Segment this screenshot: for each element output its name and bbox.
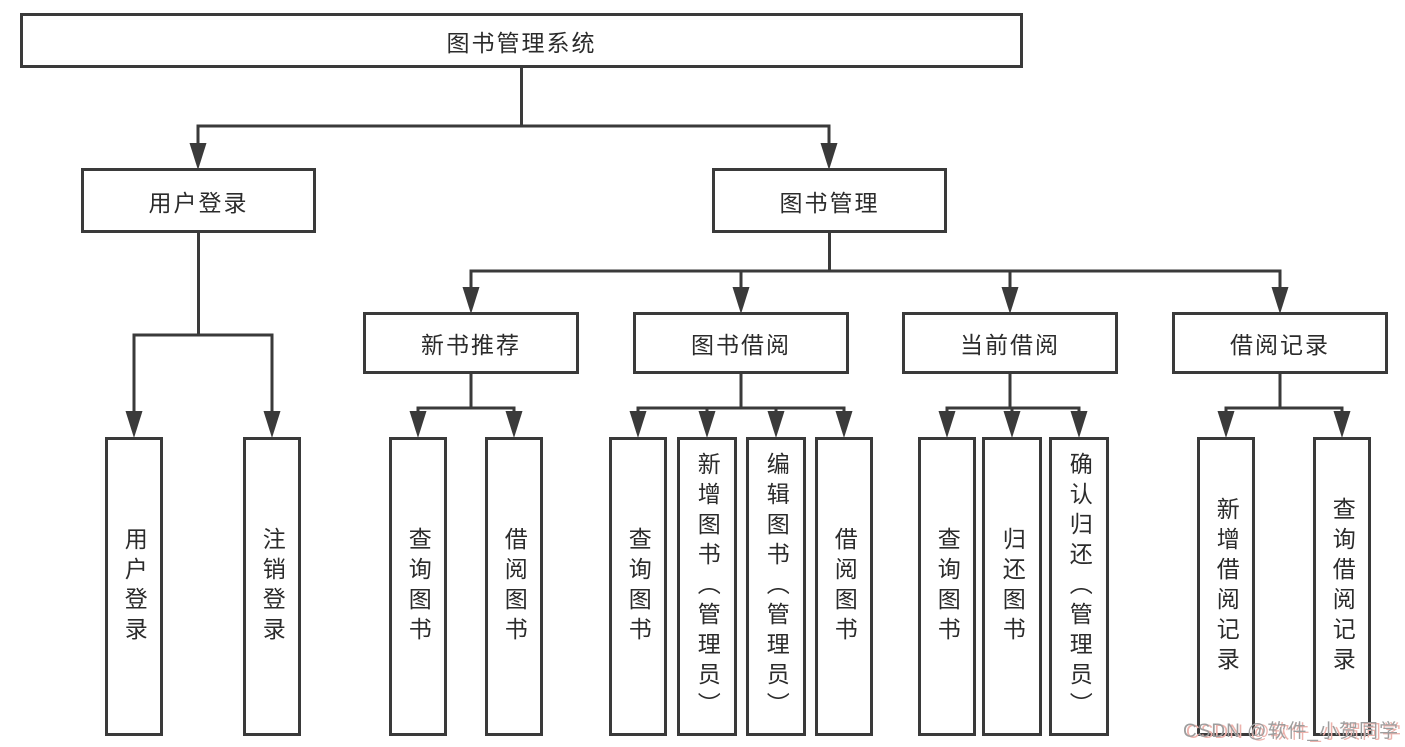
leaf-return-books: 归还图书 — [982, 437, 1042, 736]
leaf-confirm-return-admin-label: 确认归还（管理员） — [1066, 451, 1093, 722]
leaf-borrow-books-borrowing: 借阅图书 — [815, 437, 873, 736]
node-book-borrowing: 图书借阅 — [633, 312, 849, 374]
leaf-query-books-recommend: 查询图书 — [389, 437, 447, 736]
leaf-borrow-books-recommend: 借阅图书 — [485, 437, 543, 736]
leaf-query-books-current-label: 查询图书 — [934, 526, 961, 647]
node-borrowing-records: 借阅记录 — [1172, 312, 1388, 374]
leaf-query-books-recommend-label: 查询图书 — [405, 526, 432, 647]
leaf-return-books-label: 归还图书 — [999, 526, 1026, 647]
watermark: CSDN @软件_小贺同学 — [1183, 721, 1399, 742]
leaf-add-book-admin-label: 新增图书（管理员） — [694, 451, 721, 722]
node-new-book-recommend: 新书推荐 — [363, 312, 579, 374]
leaf-user-login: 用户登录 — [105, 437, 163, 736]
node-book-borrowing-label: 图书借阅 — [691, 332, 791, 358]
node-current-borrowing: 当前借阅 — [902, 312, 1118, 374]
node-user-login-label: 用户登录 — [148, 189, 249, 216]
node-book-management: 图书管理 — [712, 168, 947, 233]
leaf-user-login-label: 用户登录 — [121, 526, 148, 647]
node-new-book-recommend-label: 新书推荐 — [421, 332, 521, 358]
leaf-edit-book-admin-label: 编辑图书（管理员） — [763, 451, 790, 722]
node-user-login: 用户登录 — [81, 168, 316, 233]
node-book-management-label: 图书管理 — [779, 189, 880, 216]
leaf-add-borrow-record-label: 新增借阅记录 — [1213, 496, 1240, 677]
leaf-query-borrow-record-label: 查询借阅记录 — [1329, 496, 1356, 677]
node-current-borrowing-label: 当前借阅 — [960, 332, 1060, 358]
leaf-borrow-books-borrowing-label: 借阅图书 — [831, 526, 858, 647]
leaf-borrow-books-recommend-label: 借阅图书 — [501, 526, 528, 647]
connector-arrowheads — [125, 143, 1351, 438]
node-library-system: 图书管理系统 — [20, 13, 1023, 68]
leaf-add-borrow-record: 新增借阅记录 — [1197, 437, 1255, 736]
leaf-query-books-borrowing: 查询图书 — [609, 437, 667, 736]
leaf-confirm-return-admin: 确认归还（管理员） — [1049, 437, 1109, 736]
leaf-logout: 注销登录 — [243, 437, 301, 736]
leaf-query-borrow-record: 查询借阅记录 — [1313, 437, 1371, 736]
leaf-query-books-borrowing-label: 查询图书 — [625, 526, 652, 647]
leaf-query-books-current: 查询图书 — [918, 437, 976, 736]
node-library-system-label: 图书管理系统 — [446, 29, 597, 56]
node-borrowing-records-label: 借阅记录 — [1230, 332, 1330, 358]
leaf-edit-book-admin: 编辑图书（管理员） — [746, 437, 806, 736]
leaf-add-book-admin: 新增图书（管理员） — [677, 437, 737, 736]
leaf-logout-label: 注销登录 — [259, 526, 286, 647]
